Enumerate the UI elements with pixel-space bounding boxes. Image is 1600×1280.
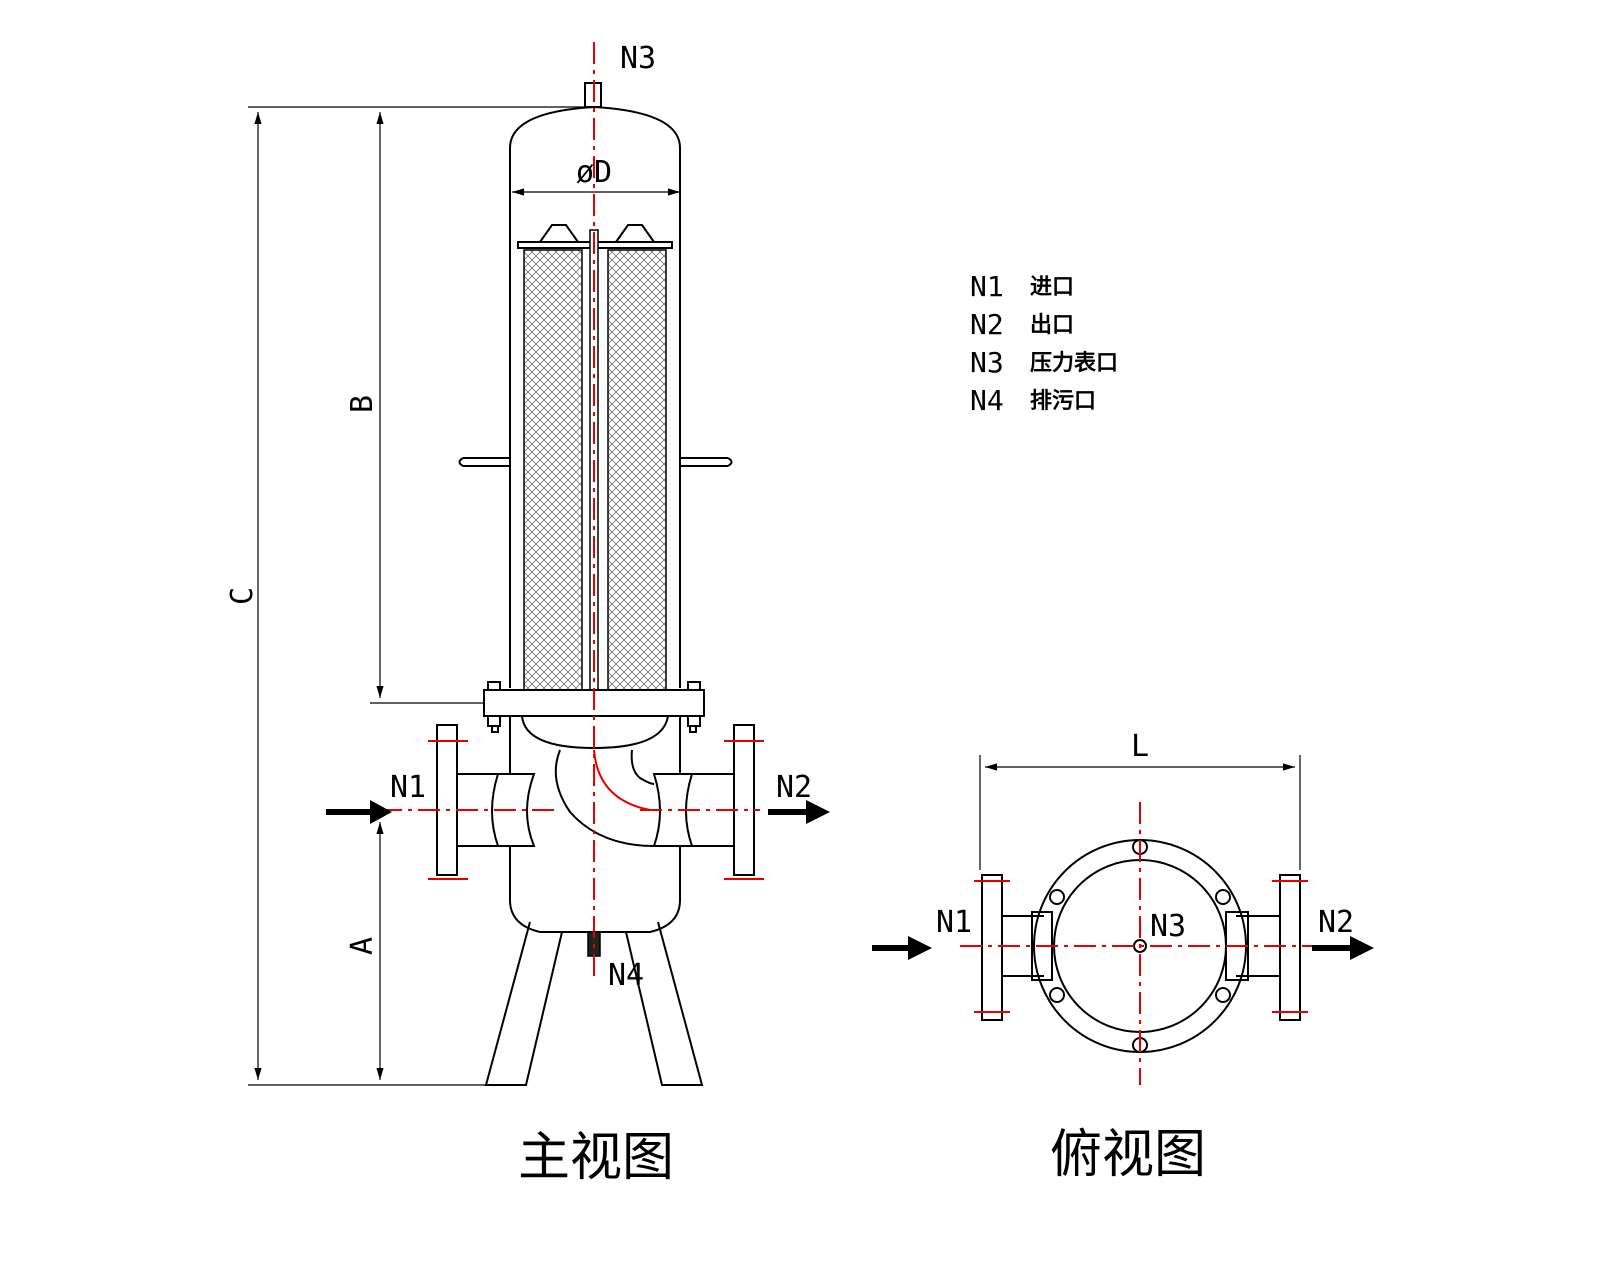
elbow-inner <box>630 749 655 785</box>
inlet-arrow-icon <box>370 800 392 824</box>
top-view: L <box>872 729 1374 1185</box>
top-view-pipes <box>981 874 1301 1021</box>
n1-inlet-nozzle <box>436 724 536 876</box>
top-n1-flange <box>981 874 1003 1021</box>
flow-arrows <box>326 800 830 824</box>
top-outlet-arrow-icon <box>1350 936 1374 960</box>
n1-label: N1 <box>390 770 426 805</box>
dimension-l-label: L <box>1131 729 1149 764</box>
legend-code: N3 <box>970 346 1004 379</box>
legend-desc: 排污口 <box>1030 389 1096 414</box>
lifting-lugs <box>458 457 733 467</box>
centerlines <box>380 42 764 980</box>
n3-label: N3 <box>620 41 656 76</box>
n4-label: N4 <box>608 958 644 993</box>
top-n2-flange <box>1279 874 1301 1021</box>
elbow-outer <box>554 749 655 847</box>
top-n1-label: N1 <box>936 905 972 940</box>
n2-outlet-nozzle <box>652 724 755 876</box>
nozzle-legend: N1 进口 N2 出口 N3 压力表口 N4 排污口 <box>970 270 1118 417</box>
outlet-arrow-icon <box>806 800 830 824</box>
legend-code: N1 <box>970 270 1004 303</box>
top-inlet-arrow-icon <box>908 936 932 960</box>
legend-desc: 出口 <box>1030 313 1074 338</box>
legend-code: N2 <box>970 308 1004 341</box>
top-n3-label: N3 <box>1150 909 1186 944</box>
dimension-c-label: C <box>225 587 260 605</box>
top-view-title: 俯视图 <box>1050 1125 1206 1185</box>
top-centerlines <box>960 802 1320 1085</box>
n2-label: N2 <box>776 770 812 805</box>
upper-shell <box>509 105 681 688</box>
front-view-title: 主视图 <box>518 1128 674 1188</box>
flange-bolts <box>487 681 701 733</box>
legend-desc: 进口 <box>1030 275 1074 300</box>
legend-code: N4 <box>970 384 1004 417</box>
legend-desc: 压力表口 <box>1030 351 1118 376</box>
dimension-b-label: B <box>345 395 380 413</box>
top-n2-label: N2 <box>1318 905 1354 940</box>
support-legs <box>484 921 704 1086</box>
front-view: C B A øD <box>225 41 830 1188</box>
dimension-lines <box>248 106 680 1086</box>
dimension-a-label: A <box>345 937 380 955</box>
